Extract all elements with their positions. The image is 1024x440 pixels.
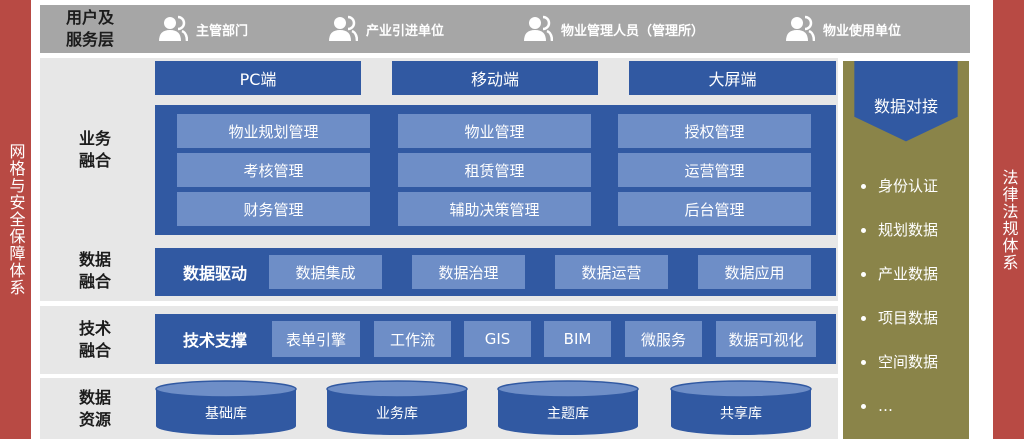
data-cell: 数据治理 xyxy=(412,255,525,289)
database-cylinder-icon xyxy=(155,380,297,435)
list-item: 身份认证 xyxy=(861,176,938,220)
database-label: 主题库 xyxy=(547,406,589,422)
user-icon xyxy=(159,15,188,42)
terminal-pc: PC端 xyxy=(155,61,361,95)
user-item-property-user: 物业使用单位 xyxy=(785,5,901,53)
business-fusion-layer: 业务 融合 PC端 移动端 大屏端 物业规划管理 物业管理 授权管理 考核管理 … xyxy=(40,58,838,241)
user-icon xyxy=(524,15,553,42)
data-cell: 数据集成 xyxy=(269,255,382,289)
terminal-mobile: 移动端 xyxy=(392,61,598,95)
tech-fusion-layer: 技术 融合 技术支撑 表单引擎 工作流 GIS BIM 微服务 数据可视化 xyxy=(40,306,838,374)
list-item: 规划数据 xyxy=(861,220,938,264)
security-system-bar: 网格与安全保障体系 xyxy=(0,0,31,439)
module-cell: 财务管理 xyxy=(177,192,370,226)
data-cell: 数据运营 xyxy=(555,255,668,289)
security-system-label: 网格与安全保障体系 xyxy=(6,143,26,296)
tech-cell: 数据可视化 xyxy=(716,321,816,357)
database-label: 共享库 xyxy=(720,406,762,422)
list-item: … xyxy=(861,396,938,440)
legal-system-bar: 法律法规体系 xyxy=(993,0,1024,439)
module-cell: 后台管理 xyxy=(618,192,811,226)
database-cylinder-icon xyxy=(670,380,812,435)
user-icon xyxy=(786,15,815,42)
list-item: 项目数据 xyxy=(861,308,938,352)
module-cell: 物业规划管理 xyxy=(177,114,370,148)
module-cell: 考核管理 xyxy=(177,153,370,187)
tech-layer-label: 技术 融合 xyxy=(78,319,111,360)
data-driven-panel: 数据驱动 数据集成 数据治理 数据运营 数据应用 xyxy=(155,248,836,296)
data-docking-title: 数据对接 xyxy=(873,97,938,116)
tech-cell: 微服务 xyxy=(625,321,702,357)
database-cylinder-icon xyxy=(326,380,468,435)
data-driven-head: 数据驱动 xyxy=(182,264,247,283)
tech-cell: BIM xyxy=(544,321,611,357)
list-item: 空间数据 xyxy=(861,352,938,396)
data-fusion-layer: 数据 融合 数据驱动 数据集成 数据治理 数据运营 数据应用 xyxy=(40,241,838,301)
data-layer-label: 数据 融合 xyxy=(78,250,111,291)
tech-support-head: 技术支撑 xyxy=(182,331,247,350)
data-docking-panel: 数据对接 身份认证 规划数据 产业数据 项目数据 空间数据 … xyxy=(843,61,969,439)
database-label: 基础库 xyxy=(205,406,247,422)
business-layer-label: 业务 融合 xyxy=(78,128,111,170)
legal-system-label: 法律法规体系 xyxy=(999,168,1019,271)
user-item-industry: 产业引进单位 xyxy=(328,5,444,53)
data-docking-list: 身份认证 规划数据 产业数据 项目数据 空间数据 … xyxy=(861,176,938,440)
list-item: 产业数据 xyxy=(861,264,938,308)
module-cell: 授权管理 xyxy=(618,114,811,148)
user-item-authority: 主管部门 xyxy=(158,5,248,53)
tech-support-panel: 技术支撑 表单引擎 工作流 GIS BIM 微服务 数据可视化 xyxy=(155,314,836,364)
tech-cell: 工作流 xyxy=(374,321,451,357)
tech-cell: 表单引擎 xyxy=(272,321,360,357)
module-cell: 辅助决策管理 xyxy=(398,192,591,226)
user-icon xyxy=(329,15,358,42)
data-cell: 数据应用 xyxy=(698,255,811,289)
resource-layer-label: 数据 资源 xyxy=(78,387,111,429)
module-cell: 物业管理 xyxy=(398,114,591,148)
business-modules-panel: 物业规划管理 物业管理 授权管理 考核管理 租赁管理 运营管理 财务管理 辅助决… xyxy=(155,105,836,235)
terminal-bigscreen: 大屏端 xyxy=(629,61,836,95)
module-cell: 租赁管理 xyxy=(398,153,591,187)
user-item-property-staff: 物业管理人员（管理所） xyxy=(523,5,704,53)
users-layer-label: 用户及 服务层 xyxy=(65,8,114,49)
users-service-layer: 用户及 服务层 主管部门 产业引进单位 物业管理人员（管理所） 物业使用单位 xyxy=(40,5,970,53)
database-cylinder-icon xyxy=(497,380,639,435)
tech-cell: GIS xyxy=(464,321,531,357)
database-label: 业务库 xyxy=(376,406,418,422)
data-docking-header-shape xyxy=(854,61,958,142)
module-cell: 运营管理 xyxy=(618,153,811,187)
